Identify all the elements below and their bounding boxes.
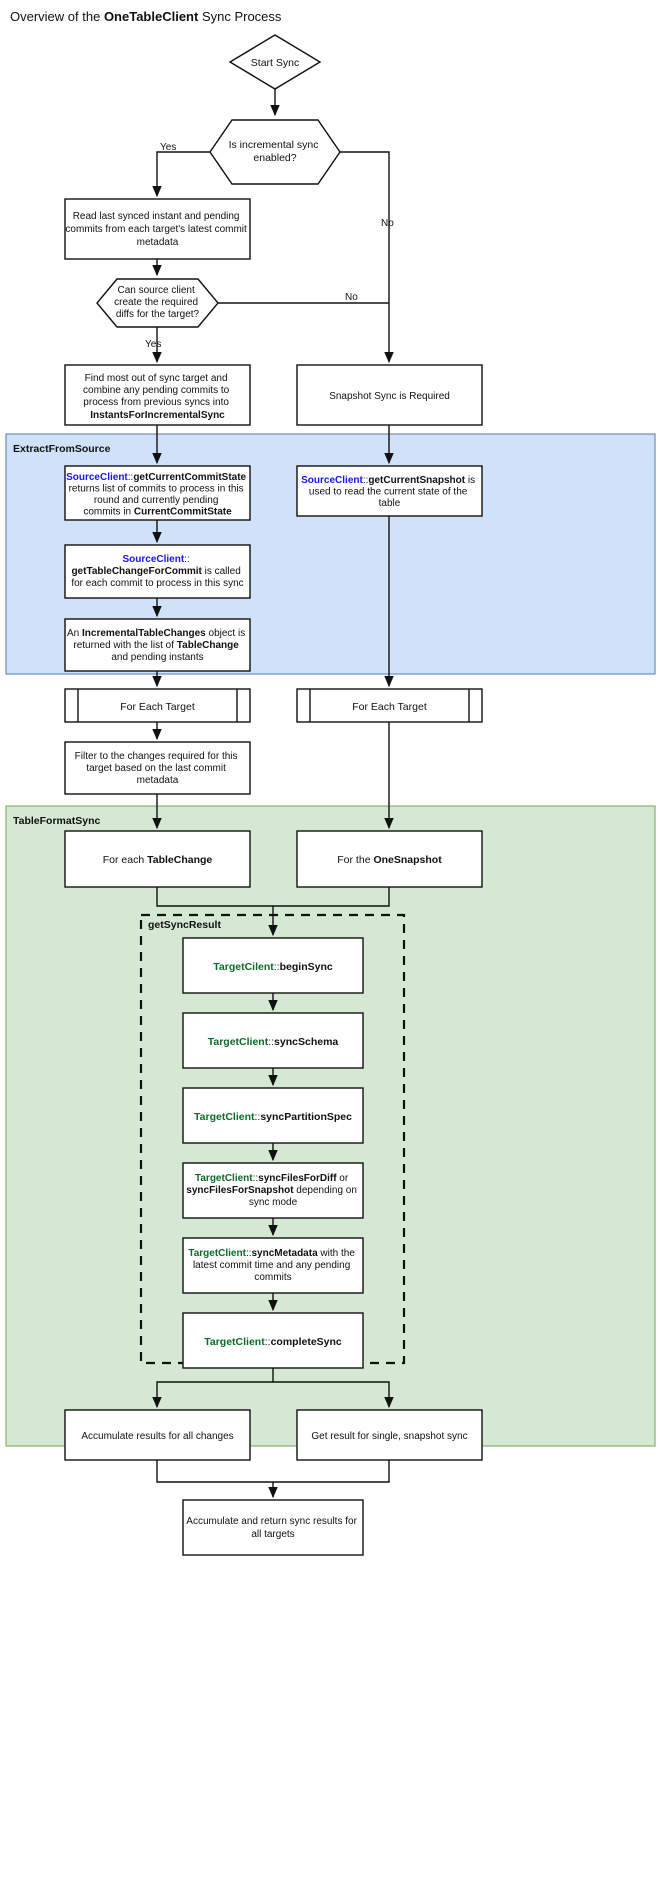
edge-getresult-to-final <box>273 1460 390 1483</box>
node-snapshot-required[interactable] <box>296 364 483 426</box>
node-sync-partition-spec-label: TargetClient::syncPartitionSpec <box>194 1111 352 1123</box>
node-accumulate-results-label: Accumulate results for all changes <box>81 1431 233 1442</box>
node-sync-schema[interactable] <box>182 1012 364 1069</box>
node-incremental-table-changes[interactable] <box>64 618 251 672</box>
node-get-table-change-for-commit[interactable] <box>64 544 251 599</box>
edge-completesync-split <box>152 1368 274 1409</box>
edge-accumulate-to-final <box>156 1460 278 1499</box>
node-get-table-change-for-commit-label: SourceClient:: getTableChangeForCommit i… <box>71 554 243 589</box>
edge-tablechange-into-getsyncresult <box>156 887 278 937</box>
node-for-each-target-left-label: For Each Target <box>120 701 195 713</box>
group-label-table-format-sync: TableFormatSync <box>13 815 100 827</box>
node-read-last-synced-label: Read last synced instant and pending com… <box>65 211 249 248</box>
node-complete-sync[interactable] <box>182 1312 364 1369</box>
node-diffs-decision[interactable] <box>96 278 219 328</box>
node-snapshot-required-label: Snapshot Sync is Required <box>329 391 450 402</box>
node-filter-changes[interactable] <box>64 741 251 795</box>
node-read-last-synced[interactable] <box>64 198 251 260</box>
group-label-extract-from-source: ExtractFromSource <box>13 443 111 455</box>
node-filter-changes-label: Filter to the changes required for this … <box>75 751 241 786</box>
node-find-most-out-of-sync-label: Find most out of sync target and combine… <box>83 373 232 421</box>
node-sync-files-for-diff[interactable] <box>182 1162 364 1219</box>
node-for-each-target-left[interactable] <box>64 688 251 723</box>
node-incremental-table-changes-label: An IncrementalTableChanges object is ret… <box>67 628 248 663</box>
node-accumulate-return-label: Accumulate and return sync results for a… <box>186 1516 359 1540</box>
node-for-each-target-right[interactable] <box>296 688 483 723</box>
node-sync-files-for-diff-label: TargetClient::syncFilesForDiff or syncFi… <box>186 1173 359 1208</box>
node-for-the-onesnapshot[interactable] <box>296 830 483 888</box>
node-begin-sync[interactable] <box>182 937 364 994</box>
edge-incremental-no <box>340 151 394 364</box>
group-label-get-sync-result: getSyncResult <box>148 919 221 931</box>
node-begin-sync-label: TargetCilent::beginSync <box>213 961 333 973</box>
node-for-each-tablechange-label: For each TableChange <box>103 854 213 866</box>
node-accumulate-return[interactable] <box>182 1499 364 1556</box>
node-sync-metadata-label: TargetClient::syncMetadata with the late… <box>188 1248 357 1283</box>
node-get-result-single-label: Get result for single, snapshot sync <box>311 1431 467 1442</box>
edge-completesync-split-right <box>273 1381 394 1409</box>
node-get-current-commit-state-label: SourceClient::getCurrentCommitState retu… <box>66 472 249 518</box>
node-find-most-out-of-sync[interactable] <box>64 364 251 426</box>
edge-label-incremental-yes: Yes <box>160 142 176 153</box>
edge-incremental-yes <box>152 151 210 198</box>
node-get-current-snapshot-label: SourceClient::getCurrentSnapshot is used… <box>301 475 478 509</box>
node-complete-sync-label: TargetClient::completeSync <box>204 1336 342 1348</box>
node-get-current-snapshot[interactable] <box>296 465 483 517</box>
node-sync-schema-label: TargetClient::syncSchema <box>208 1036 339 1048</box>
edge-label-diffs-no: No <box>345 292 358 303</box>
node-diffs-decision-label: Can source client create the required di… <box>114 285 201 320</box>
node-for-the-onesnapshot-label: For the OneSnapshot <box>337 854 442 866</box>
node-sync-metadata[interactable] <box>182 1237 364 1294</box>
node-get-result-single[interactable] <box>296 1409 483 1461</box>
node-incremental-decision-label: Is incremental sync enabled? <box>229 139 322 164</box>
page-title: Overview of the OneTableClient Sync Proc… <box>10 9 282 24</box>
node-start-sync-label: Start Sync <box>251 57 299 69</box>
node-accumulate-results[interactable] <box>64 1409 251 1461</box>
edge-label-diffs-yes: Yes <box>145 339 161 350</box>
node-for-each-target-right-label: For Each Target <box>352 701 427 713</box>
edge-onesnapshot-into-getsyncresult <box>273 887 390 907</box>
node-for-each-tablechange[interactable] <box>64 830 251 888</box>
edge-label-incremental-no: No <box>381 218 394 229</box>
node-sync-partition-spec[interactable] <box>182 1087 364 1144</box>
